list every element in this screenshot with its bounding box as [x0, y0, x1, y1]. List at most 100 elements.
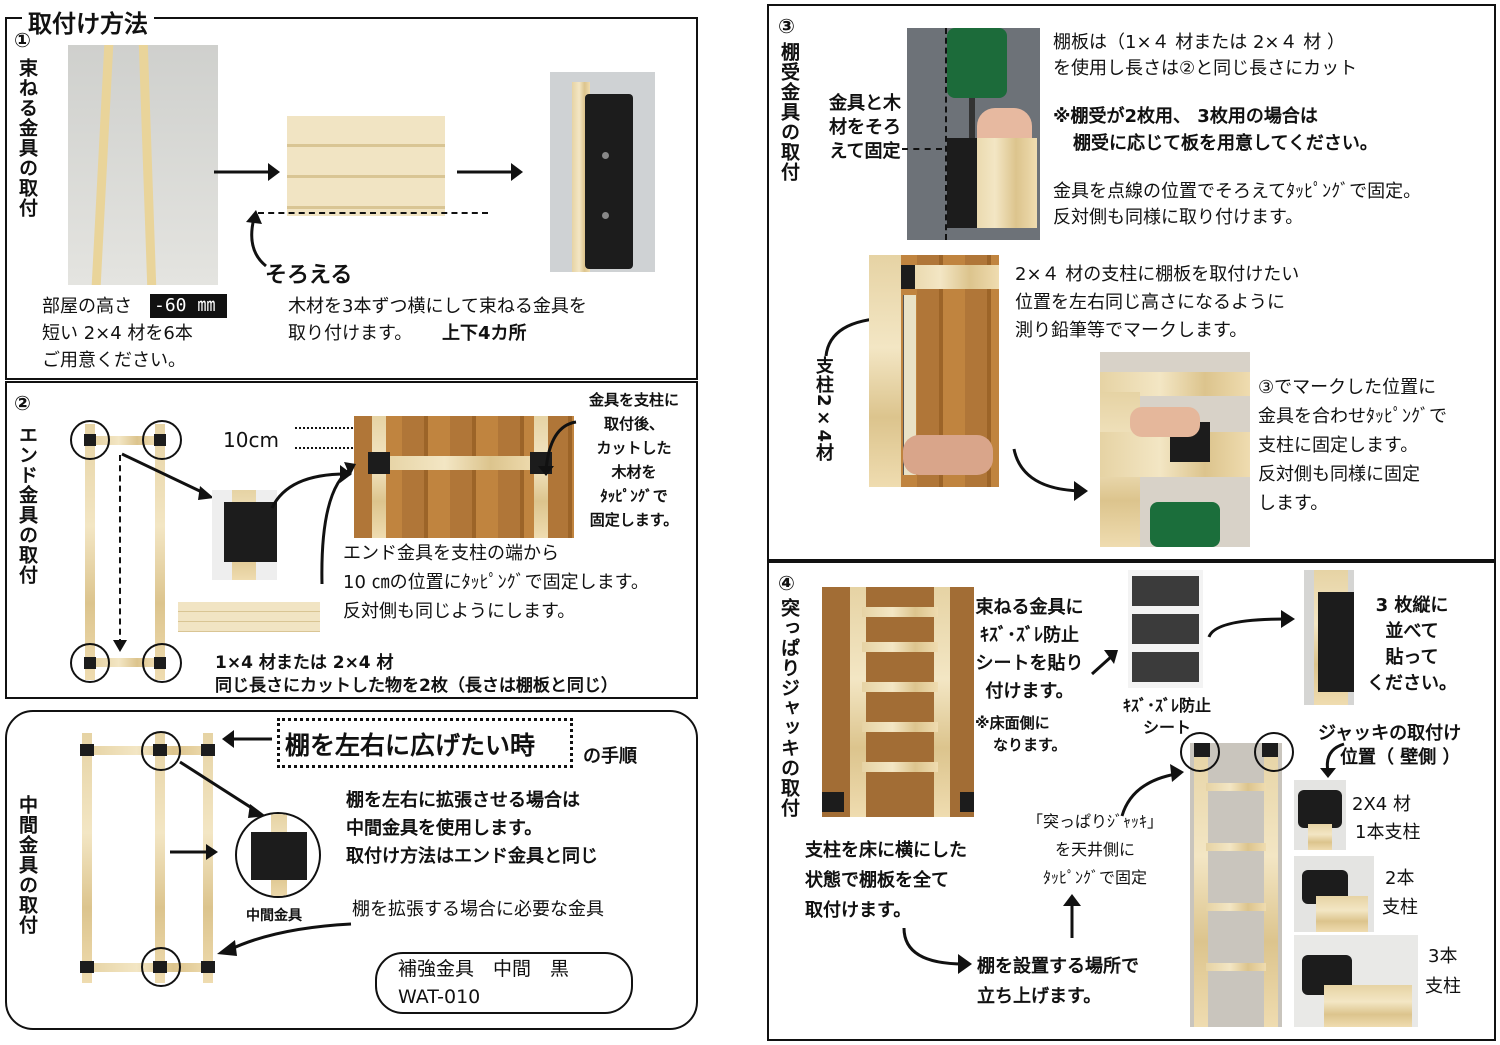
jack-quote-line-1: 「突っぱりｼﾞｬｯｷ」 — [1026, 812, 1163, 831]
note-line-5: ﾀｯﾋﾟﾝｸﾞで — [600, 487, 668, 505]
highlight-circle — [141, 731, 181, 771]
panel-2-note: 金具を支柱に 取付後、 カットした 木材を ﾀｯﾋﾟﾝｸﾞで 固定します。 — [575, 388, 693, 532]
frame-left-post — [85, 424, 95, 680]
panel-3-mark-2: 位置を左右同じ高さになるように — [1015, 292, 1285, 313]
bundle-note: 束ねる金具に ｷｽﾞ･ｽﾞﾚ防止 シートを貼り 付けます。 — [962, 594, 1097, 706]
note-line-4: 木材を — [611, 463, 657, 481]
three-line-2: 並べて — [1385, 621, 1439, 642]
three-line-1: 3 枚縦に — [1375, 595, 1449, 616]
floor-note-line-1: ※床面側に — [975, 714, 1050, 732]
panel-2-bottom-1: 1×4 材または 2×4 材 — [215, 653, 394, 673]
panel-3-desc-3: 金具を点線の位置でそろえてﾀｯﾋﾟﾝｸﾞで固定。 — [1053, 181, 1422, 202]
panel-1-title: 取付け方法 — [22, 4, 154, 39]
boxed-title: 棚を左右に広げたい時 — [285, 731, 536, 760]
option-3-line-2: 支柱 — [1425, 976, 1461, 997]
photo-fixing — [1100, 352, 1250, 547]
floor-install-note: 支柱を床に横にした 状態で棚板を全て 取付けます。 — [805, 836, 967, 926]
align-dotted-line — [258, 212, 488, 214]
photo-measuring — [869, 255, 999, 487]
panel-2-desc-2: 10 ㎝の位置にﾀｯﾋﾟﾝｸﾞで固定します。 — [343, 572, 649, 593]
arrow-note-to-frame — [538, 420, 577, 476]
jack-line-1: ジャッキの取付け — [1318, 723, 1462, 744]
align-curved-arrow — [246, 210, 267, 268]
arrow-up-jack — [1063, 894, 1081, 938]
panel-mid-side-label: 中間金具の取付 — [16, 795, 38, 935]
sheet-line-2: シート — [1142, 718, 1191, 737]
arrow-to-bracket — [121, 452, 214, 500]
panel-3-fix-5: します。 — [1258, 493, 1329, 514]
photo-sheets-on-bracket — [1304, 570, 1354, 705]
photo-cut-board — [178, 602, 320, 632]
arrow-right-2 — [457, 163, 523, 181]
photo-standing-shelf — [1190, 743, 1282, 1027]
arrow-jack-position — [1320, 742, 1345, 778]
product-line-1: 補強金具 中間 黒 — [398, 958, 570, 980]
arrow-right-mid — [170, 844, 218, 860]
photo-end-bracket — [212, 490, 277, 580]
photo-option-3-pillars — [1294, 935, 1418, 1027]
panel-2-bottom-2: 同じ長さにカットした物を2枚（長さは棚板と同じ） — [215, 676, 618, 696]
panel-3-mark-1: 2×４ 材の支柱に棚板を取付けたい — [1015, 264, 1300, 285]
pillar-label: 支柱2×4材 — [813, 356, 834, 463]
three-line-3: 貼って — [1385, 647, 1439, 668]
photo-vertical-dotted — [945, 28, 947, 240]
arrow-sheets-to-bracket — [1207, 610, 1295, 638]
product-box — [375, 952, 633, 1014]
jack-line-2: 位置（ 壁側 ） — [1340, 747, 1461, 768]
panel-mid — [5, 710, 698, 1030]
jack-position-note: ジャッキの取付け 位置（ 壁側 ） — [1318, 722, 1461, 770]
arrow-title-left — [222, 730, 272, 748]
option-2-line-1: 2本 — [1385, 868, 1415, 889]
photo-option-1-pillar — [1294, 780, 1346, 850]
floor-note-line-2: なります。 — [993, 736, 1067, 754]
title-suffix: の手順 — [583, 746, 637, 767]
highlight-circle — [70, 643, 110, 683]
note-line-3: カットした — [596, 439, 672, 457]
panel-2-side-label: エンド金具の取付 — [16, 425, 38, 585]
floor-install-line-2: 状態で棚板を全て — [805, 870, 949, 891]
note-line-1: 金具を支柱に — [588, 391, 679, 409]
photo-shelf-on-floor — [822, 587, 974, 817]
minus-60mm-badge: -60 ㎜ — [150, 294, 228, 318]
mid-frame-post-left — [82, 733, 92, 983]
panel-3-mark-3: 測り鉛筆等でマークします。 — [1015, 320, 1248, 341]
panel-4-side-label: 突っぱりジャッキの取付 — [778, 598, 800, 818]
highlight-circle — [142, 420, 182, 460]
arrow-right-1 — [214, 163, 280, 181]
sheet-caption: ｷｽﾞ･ｽﾞﾚ防止 シート — [1108, 695, 1226, 739]
panel-3-warn-2: 棚受に応じて板を用意してください。 — [1073, 133, 1378, 154]
arrow-down-small — [113, 640, 127, 652]
bundle-line-1: 束ねる金具に — [975, 597, 1084, 618]
panel-1-desc-2: 取り付けます。 — [288, 323, 413, 344]
option-1-line-1: 2X4 材 — [1352, 794, 1411, 815]
panel-3-fix-1: ③でマークした位置に — [1258, 377, 1437, 398]
option-3-line-1: 3本 — [1428, 946, 1458, 967]
photo-drilling — [907, 28, 1040, 240]
arrow-to-mid-bracket — [179, 760, 266, 818]
photo-label-text: 金具と木材をそろえて固定 — [829, 93, 901, 162]
panel-1-desc-1: 木材を3本ずつ横にして束ねる金具を — [288, 296, 587, 317]
stand-up-note: 棚を設置する場所で 立ち上げます。 — [977, 952, 1139, 1012]
stand-up-line-1: 棚を設置する場所で — [977, 956, 1139, 977]
photo-anti-slip-sheets — [1128, 570, 1203, 688]
room-height-label: 部屋の高さ — [42, 296, 132, 317]
ten-cm-guide-top — [295, 427, 377, 429]
jack-quote-note: 「突っぱりｼﾞｬｯｷ」 を天井側に ﾀｯﾋﾟﾝｸﾞで固定 — [1015, 808, 1175, 892]
panel-3-fix-2: 金具を合わせﾀｯﾋﾟﾝｸﾞで — [1258, 406, 1447, 427]
highlight-circle — [1180, 732, 1220, 772]
frame-right-post — [155, 424, 165, 680]
floor-install-line-3: 取付けます。 — [805, 900, 912, 921]
photo-bundled-boards — [287, 116, 445, 216]
prepare-label: ご用意ください。 — [42, 350, 186, 371]
highlight-circle — [142, 643, 182, 683]
mid-bracket-label: 中間金具 — [246, 908, 302, 924]
panel-1-desc-2-bold: 上下4カ所 — [442, 323, 527, 344]
short-lumber-label: 短い 2×4 材を6本 — [42, 323, 193, 344]
length-dotted-line — [119, 455, 121, 645]
arrow-to-stand-up — [902, 927, 972, 974]
photo-bundle-bracket — [550, 72, 655, 272]
frame-bottom-rail — [95, 658, 155, 667]
panel-4-number: ④ — [778, 571, 795, 595]
align-label: そろえる — [265, 263, 353, 288]
panel-mid-desc-3: 取付け方法はエンド金具と同じ — [346, 846, 598, 867]
